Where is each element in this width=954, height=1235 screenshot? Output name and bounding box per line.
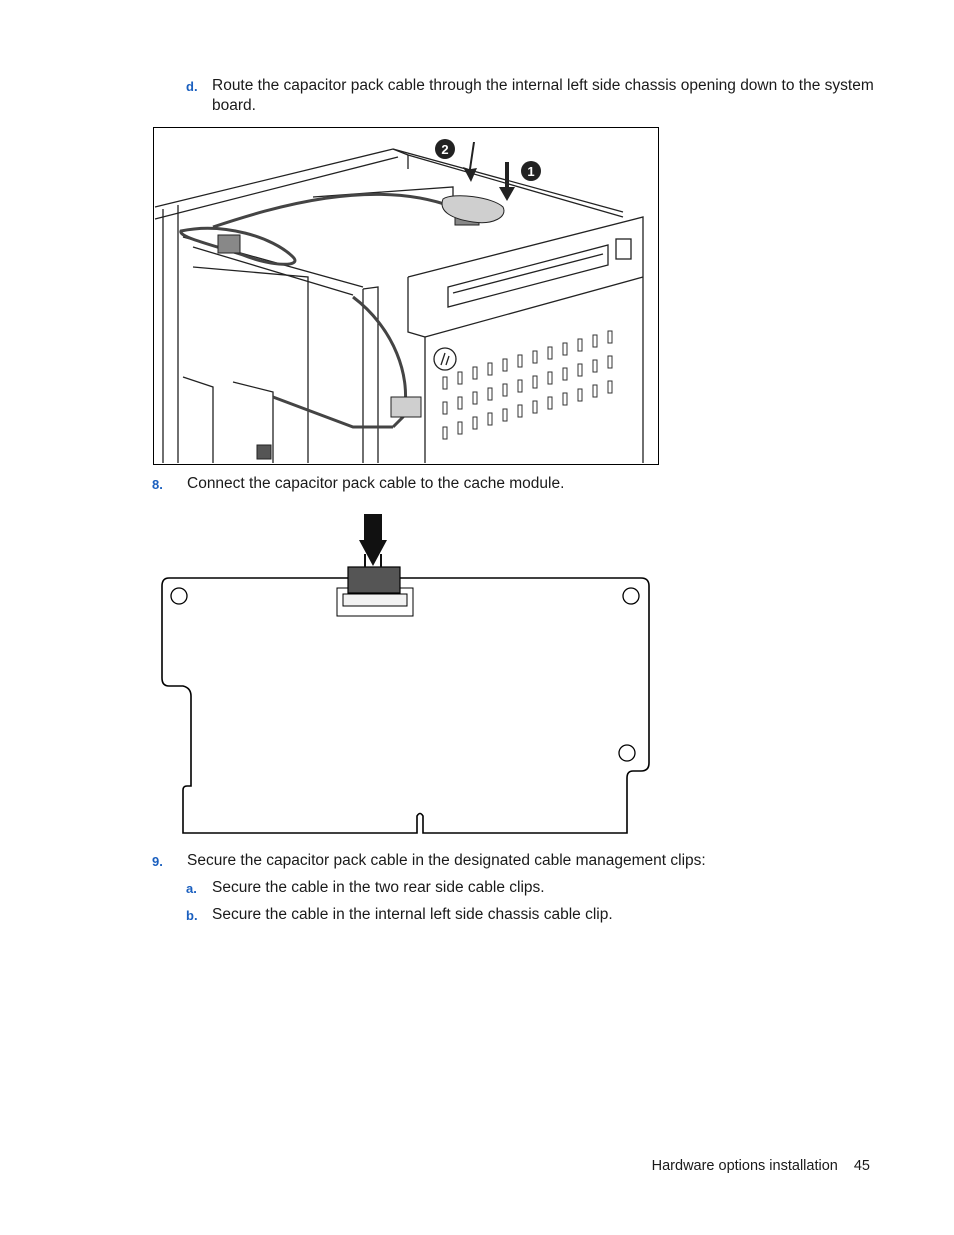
step-a: a. Secure the cable in the two rear side… bbox=[0, 878, 954, 900]
cache-module-figure bbox=[155, 508, 655, 838]
step-8-marker: 8. bbox=[152, 477, 163, 492]
step-8-text: Connect the capacitor pack cable to the … bbox=[187, 475, 565, 492]
step-a-text: Secure the cable in the two rear side ca… bbox=[212, 879, 545, 896]
footer-page-number: 45 bbox=[853, 1158, 870, 1174]
cache-module-illustration bbox=[161, 514, 650, 834]
chassis-cable-routing-figure: 2 1 bbox=[153, 127, 659, 465]
callout-1: 1 bbox=[527, 164, 534, 179]
step-9-marker: 9. bbox=[152, 854, 163, 869]
step-d-marker: d. bbox=[186, 79, 198, 94]
step-b-text: Secure the cable in the internal left si… bbox=[212, 906, 613, 923]
chassis-illustration: 2 1 bbox=[153, 127, 659, 465]
page-footer: Hardware options installation 45 bbox=[652, 1158, 870, 1174]
step-d-text-line2: board. bbox=[212, 97, 256, 114]
step-d-text-line1: Route the capacitor pack cable through t… bbox=[212, 77, 874, 94]
step-8: 8. Connect the capacitor pack cable to t… bbox=[0, 474, 954, 496]
step-b: b. Secure the cable in the internal left… bbox=[0, 905, 954, 927]
callout-2: 2 bbox=[441, 142, 448, 157]
step-a-marker: a. bbox=[186, 881, 197, 896]
step-d: d. Route the capacitor pack cable throug… bbox=[0, 76, 954, 118]
footer-section-title: Hardware options installation bbox=[651, 1158, 838, 1174]
step-b-marker: b. bbox=[186, 908, 198, 923]
step-9-text: Secure the capacitor pack cable in the d… bbox=[187, 852, 706, 869]
step-9: 9. Secure the capacitor pack cable in th… bbox=[0, 851, 954, 873]
